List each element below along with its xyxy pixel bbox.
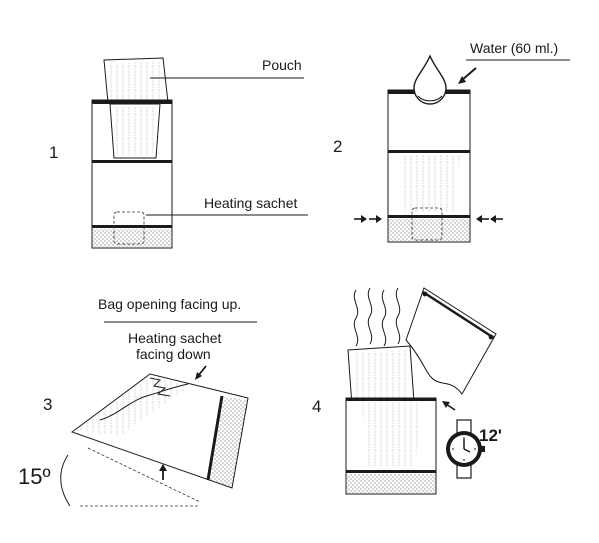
angle-label: 15º — [18, 464, 51, 489]
torn-strip — [405, 287, 497, 395]
step-1-number: 1 — [49, 143, 58, 162]
step-2-panel: 2 Water (60 ml.) — [333, 40, 570, 243]
steam-icon — [353, 287, 401, 347]
water-drop-icon — [413, 54, 447, 105]
sachet-facing-label-2: facing down — [136, 346, 211, 362]
step-4-panel: 4 — [312, 287, 502, 495]
bag-step-1 — [91, 99, 173, 249]
squeeze-arrows-left-icon — [354, 215, 382, 223]
bag-step-3-tilted — [70, 373, 249, 489]
squeeze-arrows-right-icon — [476, 215, 503, 223]
step-4-number: 4 — [312, 397, 321, 416]
pouch-lifted — [347, 345, 415, 407]
pouch-label: Pouch — [262, 57, 302, 73]
sachet-facing-label-1: Heating sachet — [128, 330, 222, 346]
step-2-number: 2 — [333, 137, 342, 156]
step-3-number: 3 — [43, 395, 52, 414]
bag-opening-label: Bag opening facing up. — [98, 296, 241, 312]
bag-step-4 — [345, 397, 437, 495]
angle-indicator — [60, 447, 201, 507]
water-label: Water (60 ml.) — [470, 40, 558, 56]
water-arrow-icon — [458, 67, 477, 84]
bag-step-2 — [387, 89, 471, 243]
small-arrow-icon — [442, 401, 456, 411]
watch-icon — [446, 419, 485, 479]
heating-sachet-label: Heating sachet — [204, 195, 298, 211]
step-3-panel: Bag opening facing up. Heating sachet fa… — [18, 296, 257, 507]
up-arrow-icon — [159, 464, 167, 480]
step-1-panel: 1 Pouch Heating sachet — [49, 57, 308, 249]
down-arrow-icon — [195, 365, 207, 380]
minutes-label: 12' — [479, 426, 502, 445]
